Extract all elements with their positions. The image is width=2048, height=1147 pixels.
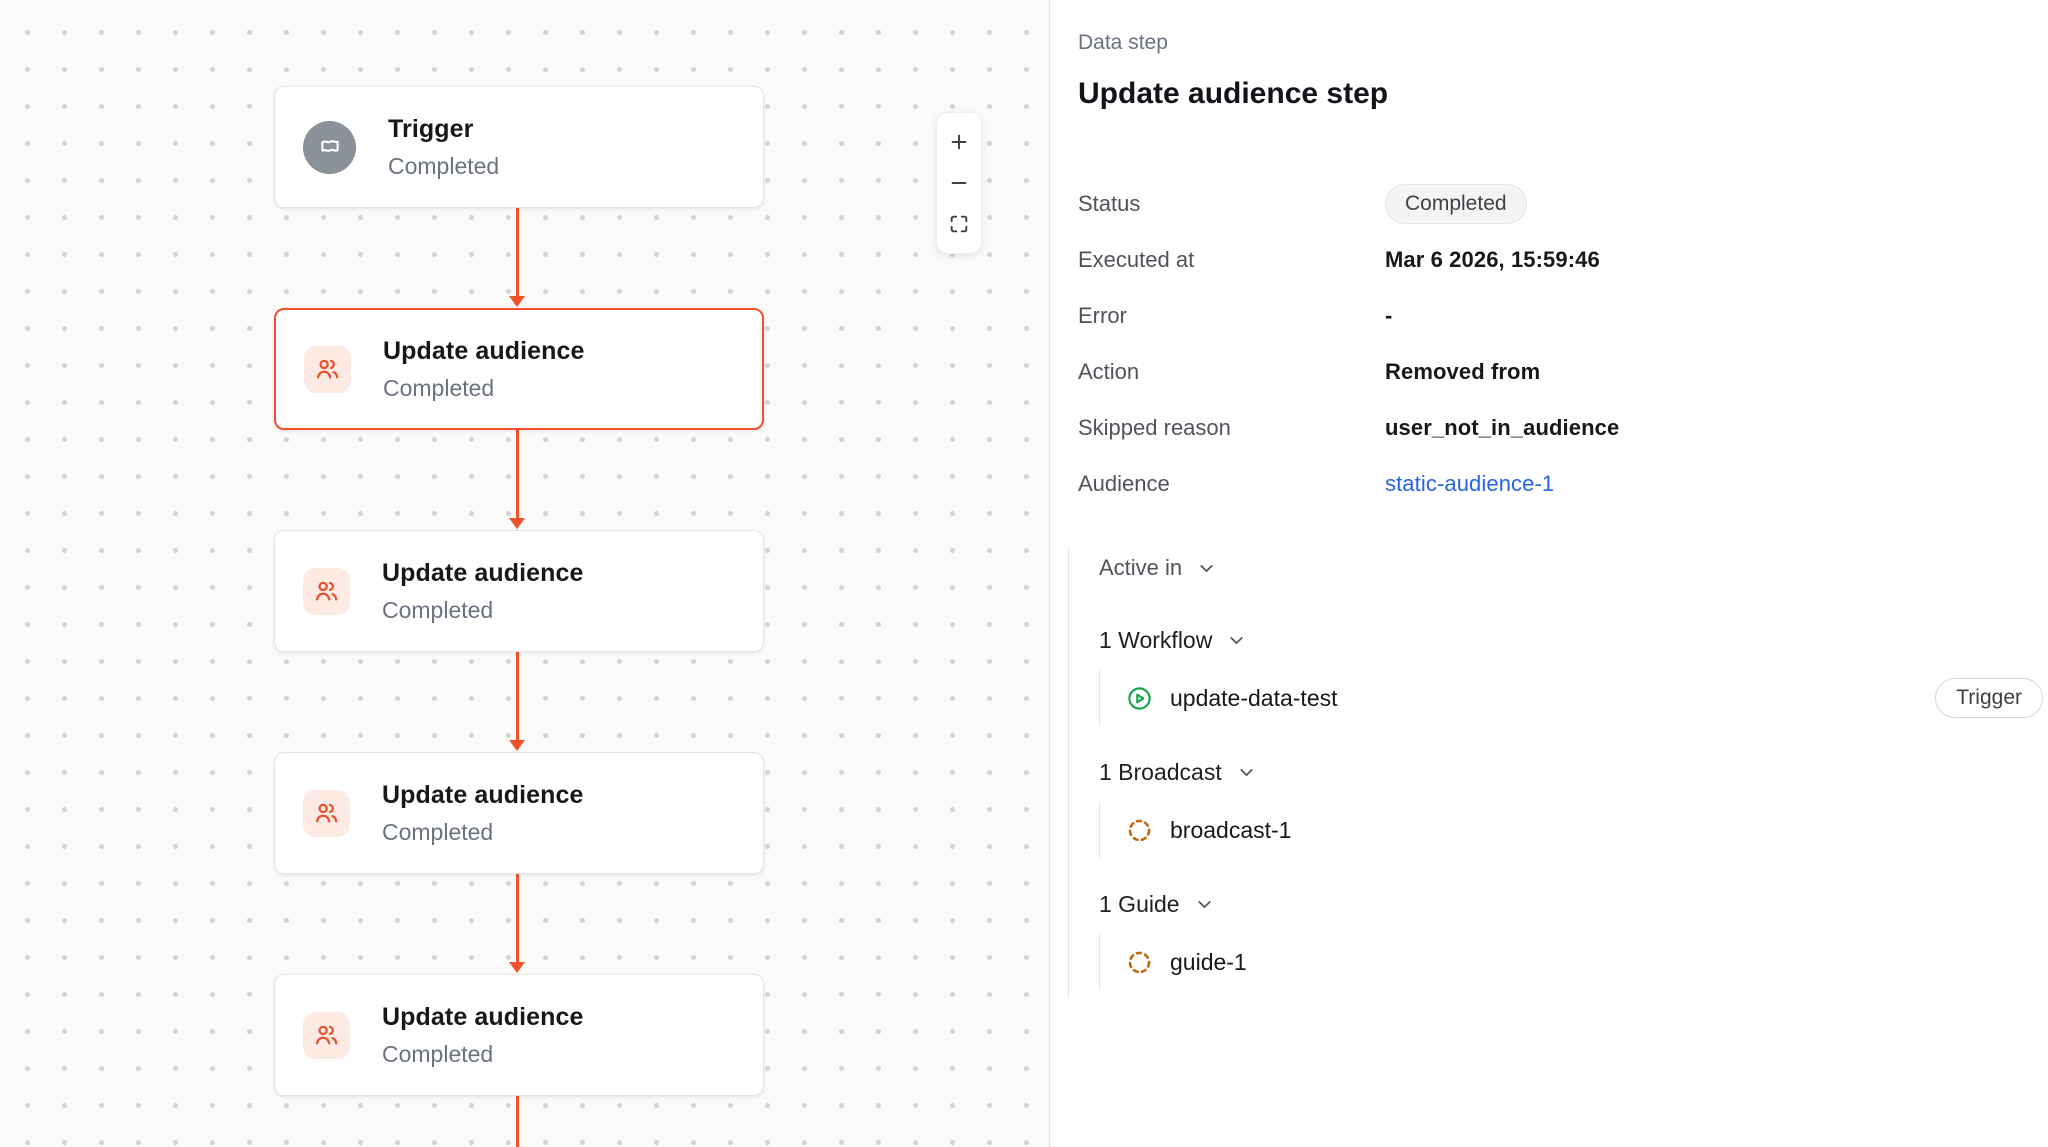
detail-value: - [1385,303,1393,328]
detail-value: Removed from [1385,359,1541,384]
workflow-group-toggle[interactable]: 1 Workflow [1099,626,2048,654]
users-icon [303,789,350,837]
item-name: broadcast-1 [1170,816,1292,843]
group-label: 1 Broadcast [1099,758,1222,785]
node-title: Trigger [388,114,474,143]
detail-row-audience: Audience static-audience-1 [1078,456,2048,512]
users-icon [304,345,351,393]
audience-link[interactable]: static-audience-1 [1385,471,1555,496]
step-type-label: Data step [1078,31,1168,54]
active-in-section: Active in 1 Workflow [1068,548,2048,998]
node-status: Completed [382,1040,494,1067]
node-trigger[interactable]: Trigger Completed [274,86,764,208]
details-panel: Data step Update audience step Status Co… [1050,0,2048,1147]
group-label: 1 Guide [1099,890,1180,917]
list-item-broadcast[interactable]: broadcast-1 [1126,802,2048,858]
workflow-items: update-data-test Trigger [1099,670,2048,726]
detail-label: Skipped reason [1078,415,1231,440]
node-title: Update audience [382,780,584,809]
active-in-toggle[interactable]: Active in [1099,554,2048,582]
plus-icon [948,131,970,153]
play-circle-icon [1126,685,1153,712]
node-update-audience-3[interactable]: Update audience Completed [274,752,764,874]
detail-row-action: Action Removed from [1078,344,2048,400]
active-in-label: Active in [1099,555,1183,580]
edge-node1-to-node2 [509,430,525,529]
flag-icon [303,120,356,174]
detail-row-executed-at: Executed at Mar 6 2026, 15:59:46 [1078,232,2048,288]
status-badge: Completed [1385,184,1527,224]
node-update-audience-1[interactable]: Update audience Completed [274,308,764,430]
node-update-audience-4[interactable]: Update audience Completed [274,974,764,1096]
list-item-guide[interactable]: guide-1 [1126,934,2048,990]
edge-node3-to-node4 [509,874,525,973]
detail-label: Error [1078,303,1127,328]
detail-label: Action [1078,359,1140,384]
node-status: Completed [382,818,494,845]
guide-items: guide-1 [1099,934,2048,990]
chevron-down-icon [1226,630,1247,651]
node-status: Completed [388,152,500,179]
detail-row-skipped-reason: Skipped reason user_not_in_audience [1078,400,2048,456]
dashed-circle-icon [1126,817,1153,844]
zoom-in-button[interactable] [939,122,979,162]
broadcast-group-toggle[interactable]: 1 Broadcast [1099,758,2048,786]
detail-value: user_not_in_audience [1385,415,1620,440]
detail-row-status: Status Completed [1078,176,2048,232]
group-label: 1 Workflow [1099,626,1213,653]
users-icon [303,567,350,615]
node-title: Update audience [382,1002,584,1031]
step-details: Status Completed Executed at Mar 6 2026,… [1078,176,2048,512]
chevron-down-icon [1196,558,1217,579]
minus-icon [948,172,970,194]
node-title: Update audience [382,558,584,587]
users-icon [303,1011,350,1059]
zoom-out-button[interactable] [939,163,979,203]
chevron-down-icon [1236,762,1257,783]
edge-node4-offscreen [516,1096,519,1147]
broadcast-items: broadcast-1 [1099,802,2048,858]
edge-trigger-to-node1 [509,208,525,307]
chevron-down-icon [1194,894,1215,915]
detail-label: Executed at [1078,247,1195,272]
item-name: update-data-test [1170,684,1338,711]
dashed-circle-icon [1126,949,1153,976]
trigger-badge: Trigger [1935,678,2043,718]
detail-row-error: Error - [1078,288,2048,344]
edge-node2-to-node3 [509,652,525,751]
guide-group-toggle[interactable]: 1 Guide [1099,890,2048,918]
workflow-canvas[interactable]: Trigger Completed Update audience Comple… [0,0,1050,1147]
node-update-audience-2[interactable]: Update audience Completed [274,530,764,652]
node-title: Update audience [383,336,585,365]
node-status: Completed [382,596,494,623]
fit-view-button[interactable] [939,204,979,244]
detail-label: Status [1078,191,1141,216]
node-status: Completed [383,374,495,401]
detail-value: Mar 6 2026, 15:59:46 [1385,247,1600,272]
detail-label: Audience [1078,471,1170,496]
page-title: Update audience step [1078,77,1389,110]
item-name: guide-1 [1170,948,1247,975]
canvas-controls [936,112,982,254]
list-item-workflow[interactable]: update-data-test Trigger [1126,670,2048,726]
frame-corners-icon [948,213,970,235]
